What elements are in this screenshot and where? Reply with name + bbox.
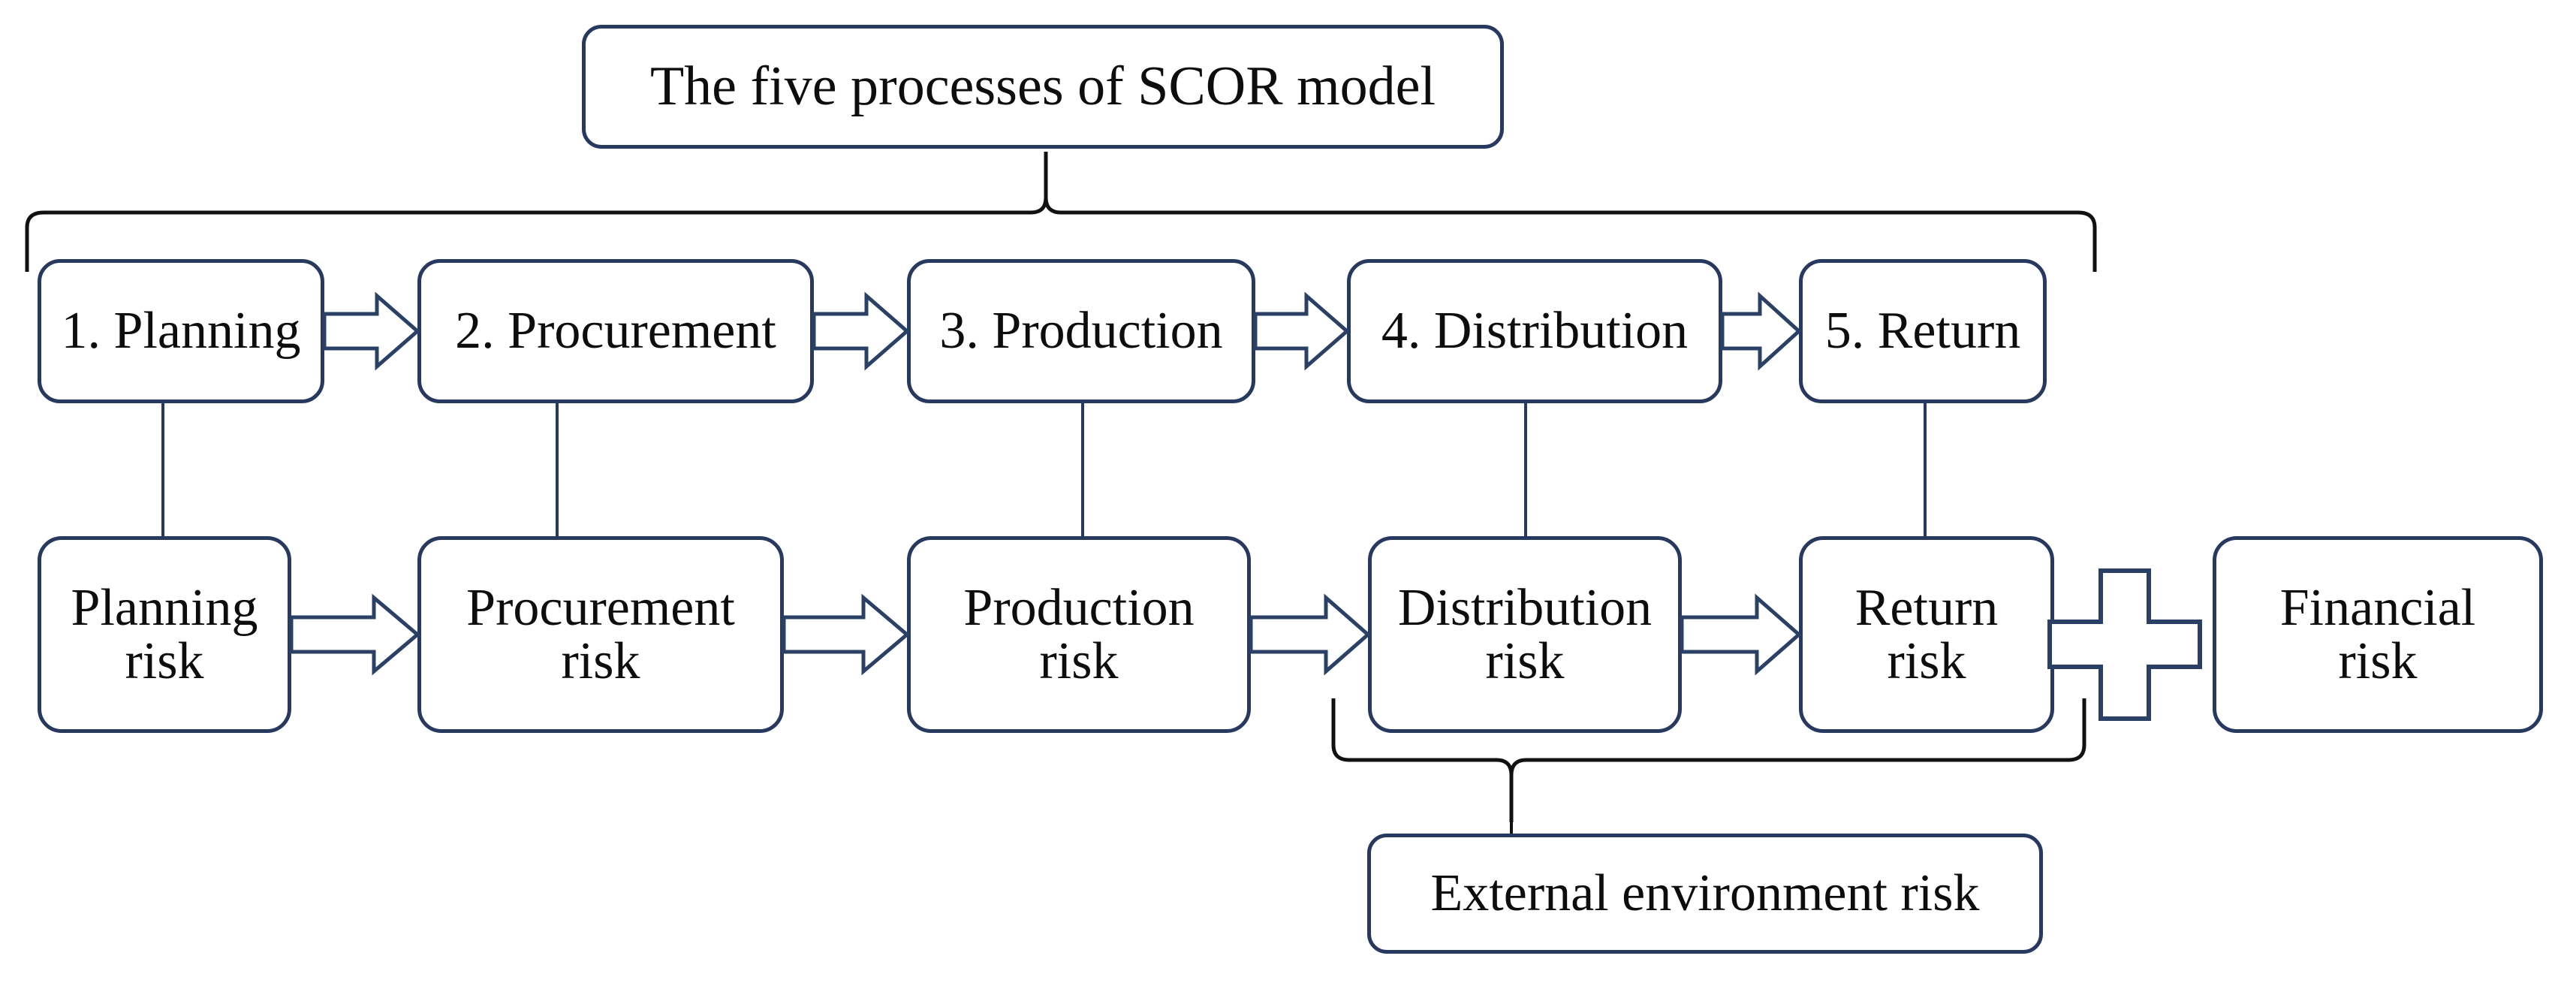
risk-label: Planning risk bbox=[71, 578, 258, 690]
process-label: 4. Distribution bbox=[1381, 302, 1689, 360]
arrow-risk-production-to-distribution bbox=[1249, 593, 1371, 676]
external-environment-risk-box[interactable]: External environment risk bbox=[1367, 834, 2043, 954]
risk-box-procurement[interactable]: Procurement risk bbox=[417, 536, 784, 733]
process-label: 1. Planning bbox=[61, 302, 301, 360]
arrow-risk-procurement-to-production bbox=[782, 593, 910, 676]
process-label: 3. Production bbox=[939, 302, 1223, 360]
process-box-procurement[interactable]: 2. Procurement bbox=[417, 259, 814, 403]
plus-icon bbox=[2047, 568, 2202, 721]
risk-box-return[interactable]: Return risk bbox=[1799, 536, 2054, 733]
risk-box-distribution[interactable]: Distribution risk bbox=[1368, 536, 1682, 733]
risk-label: Return risk bbox=[1854, 578, 1999, 690]
bottom-brace bbox=[1331, 698, 2086, 822]
title-box: The five processes of SCOR model bbox=[582, 25, 1504, 149]
process-box-distribution[interactable]: 4. Distribution bbox=[1347, 259, 1722, 403]
arrow-risk-planning-to-procurement bbox=[289, 593, 420, 676]
connector-procurement bbox=[556, 403, 559, 538]
risk-label: Financial risk bbox=[2279, 578, 2476, 690]
process-label: 5. Return bbox=[1824, 302, 2021, 360]
risk-label: Distribution risk bbox=[1397, 578, 1653, 690]
title-box-label: The five processes of SCOR model bbox=[649, 55, 1436, 117]
risk-box-production[interactable]: Production risk bbox=[907, 536, 1251, 733]
process-box-planning[interactable]: 1. Planning bbox=[38, 259, 324, 403]
connector-distribution bbox=[1524, 403, 1527, 538]
arrow-risk-distribution-to-return bbox=[1680, 593, 1802, 676]
process-box-return[interactable]: 5. Return bbox=[1799, 259, 2047, 403]
arrow-planning-to-procurement bbox=[322, 291, 420, 371]
arrow-procurement-to-production bbox=[812, 291, 910, 371]
external-environment-risk-label: External environment risk bbox=[1430, 864, 1980, 923]
process-label: 2. Procurement bbox=[455, 302, 776, 360]
connector-planning bbox=[161, 403, 164, 538]
risk-box-planning[interactable]: Planning risk bbox=[38, 536, 291, 733]
risk-box-financial[interactable]: Financial risk bbox=[2213, 536, 2543, 733]
top-brace bbox=[25, 152, 2097, 272]
arrow-production-to-distribution bbox=[1253, 291, 1350, 371]
risk-label: Procurement risk bbox=[466, 578, 735, 690]
risk-label: Production risk bbox=[963, 578, 1195, 690]
arrow-distribution-to-return bbox=[1720, 291, 1802, 371]
connector-production bbox=[1081, 403, 1084, 538]
process-box-production[interactable]: 3. Production bbox=[907, 259, 1255, 403]
connector-return bbox=[1924, 403, 1927, 538]
